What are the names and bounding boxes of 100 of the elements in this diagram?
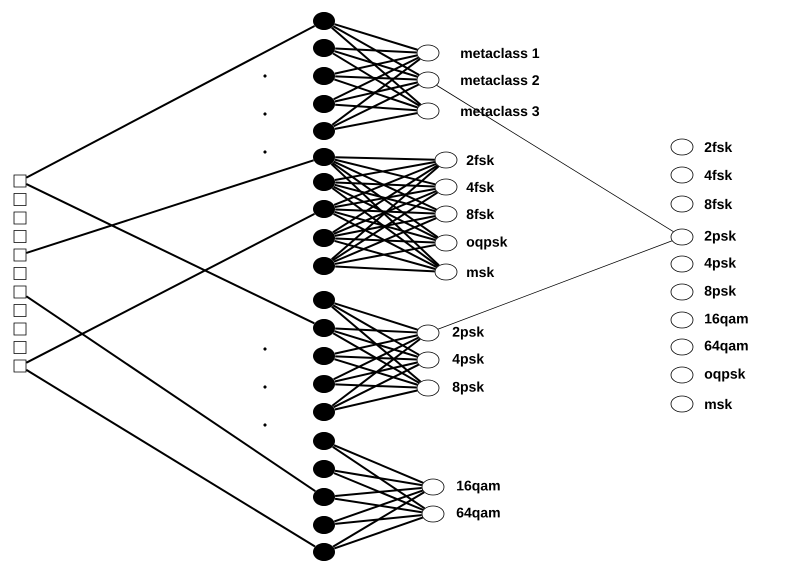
connection-line xyxy=(335,328,417,334)
output-node: 8fsk xyxy=(670,196,732,212)
connection-line xyxy=(334,112,418,130)
connection-line xyxy=(334,490,424,522)
filled-circle xyxy=(313,66,335,85)
connection-line xyxy=(334,50,418,78)
thin-line xyxy=(438,240,672,330)
output-node: 2psk xyxy=(416,324,484,342)
node-label: oqpsk xyxy=(466,236,508,250)
input-square xyxy=(14,304,26,317)
filled-circle xyxy=(313,39,335,57)
input-square xyxy=(14,174,26,188)
connection-line xyxy=(334,210,436,241)
connection-line xyxy=(333,213,438,268)
connection-line xyxy=(334,244,436,265)
filled-circle xyxy=(313,200,335,218)
connection-line xyxy=(26,213,315,364)
output-node: 64qam xyxy=(670,338,748,356)
connection-line xyxy=(334,23,418,51)
input-square xyxy=(14,286,26,298)
node-label: 4fsk xyxy=(704,170,732,180)
filled-circle xyxy=(313,229,335,247)
connection-line xyxy=(334,444,424,484)
filled-circle xyxy=(313,460,335,478)
node-label: 4psk xyxy=(452,353,484,367)
connection-line xyxy=(334,78,418,108)
filled-circle xyxy=(313,318,335,337)
filled-circle xyxy=(313,402,335,421)
connection-line xyxy=(335,104,417,112)
connection-line xyxy=(335,181,435,188)
connection-line xyxy=(334,240,436,270)
connection-line xyxy=(332,25,420,76)
output-node: 2fsk xyxy=(434,152,494,168)
output-node: oqpsk xyxy=(670,366,746,384)
node-label: 2fsk xyxy=(466,154,494,166)
connection-line xyxy=(333,364,420,408)
input-square xyxy=(14,341,26,354)
connection-line xyxy=(334,390,418,410)
connection-line xyxy=(333,84,419,128)
input-square xyxy=(14,248,26,262)
connection-line xyxy=(26,183,315,324)
node-label: 16qam xyxy=(705,314,748,326)
connection-line xyxy=(334,54,418,75)
connection-line xyxy=(332,446,426,510)
connection-line xyxy=(335,75,417,81)
connection-line xyxy=(334,215,436,237)
connection-line xyxy=(334,302,418,331)
input-square xyxy=(14,322,26,336)
output-node: 8psk xyxy=(670,284,736,300)
output-node: oqpsk xyxy=(434,234,508,252)
connection-line xyxy=(334,161,436,181)
connection-line xyxy=(335,383,417,389)
connection-line xyxy=(334,334,418,355)
node-label: 16qam xyxy=(457,480,500,494)
connection-line xyxy=(26,369,316,548)
thin-line xyxy=(436,85,674,232)
connection-line xyxy=(26,295,316,492)
node-label: 2psk xyxy=(452,326,484,340)
filled-circle xyxy=(313,122,335,140)
connection-line xyxy=(331,26,422,106)
output-node: 8fsk xyxy=(434,206,494,222)
node-label: 4fsk xyxy=(466,182,494,192)
filled-circle xyxy=(313,542,335,561)
connection-line xyxy=(334,158,436,186)
output-node: metaclass 1 xyxy=(416,44,540,62)
filled-circle xyxy=(313,256,335,275)
output-node: 4psk xyxy=(416,352,484,368)
filled-circle xyxy=(313,95,335,113)
node-label: 8psk xyxy=(704,285,736,299)
output-node: 64qam xyxy=(422,506,500,522)
connection-line xyxy=(335,48,417,54)
connection-line xyxy=(334,330,418,358)
connection-line xyxy=(335,355,417,361)
connection-line xyxy=(334,498,422,514)
filled-circle xyxy=(313,148,335,166)
output-node: 2fsk xyxy=(670,138,732,156)
connection-line xyxy=(335,237,435,244)
node-label: 2psk xyxy=(704,230,736,244)
connection-line xyxy=(334,472,424,511)
connection-line xyxy=(334,217,437,263)
input-square xyxy=(14,360,26,372)
connection-line xyxy=(335,487,422,497)
connection-line xyxy=(332,491,425,548)
output-node: 8psk xyxy=(416,380,484,396)
connection-line xyxy=(333,56,419,100)
connection-line xyxy=(26,159,314,254)
input-square xyxy=(14,193,26,206)
input-square xyxy=(14,212,26,224)
filled-circle xyxy=(313,516,335,534)
output-node: 4psk xyxy=(670,256,736,272)
connection-line xyxy=(334,516,424,550)
node-label: 64qam xyxy=(456,508,500,520)
connection-line xyxy=(335,266,435,272)
filled-circle xyxy=(313,12,335,30)
output-node: 16qam xyxy=(422,478,500,496)
output-node: metaclass 2 xyxy=(416,72,540,88)
input-square xyxy=(14,230,26,243)
node-label: 4psk xyxy=(704,257,736,271)
output-node: msk xyxy=(434,264,494,280)
filled-circle xyxy=(313,374,335,393)
